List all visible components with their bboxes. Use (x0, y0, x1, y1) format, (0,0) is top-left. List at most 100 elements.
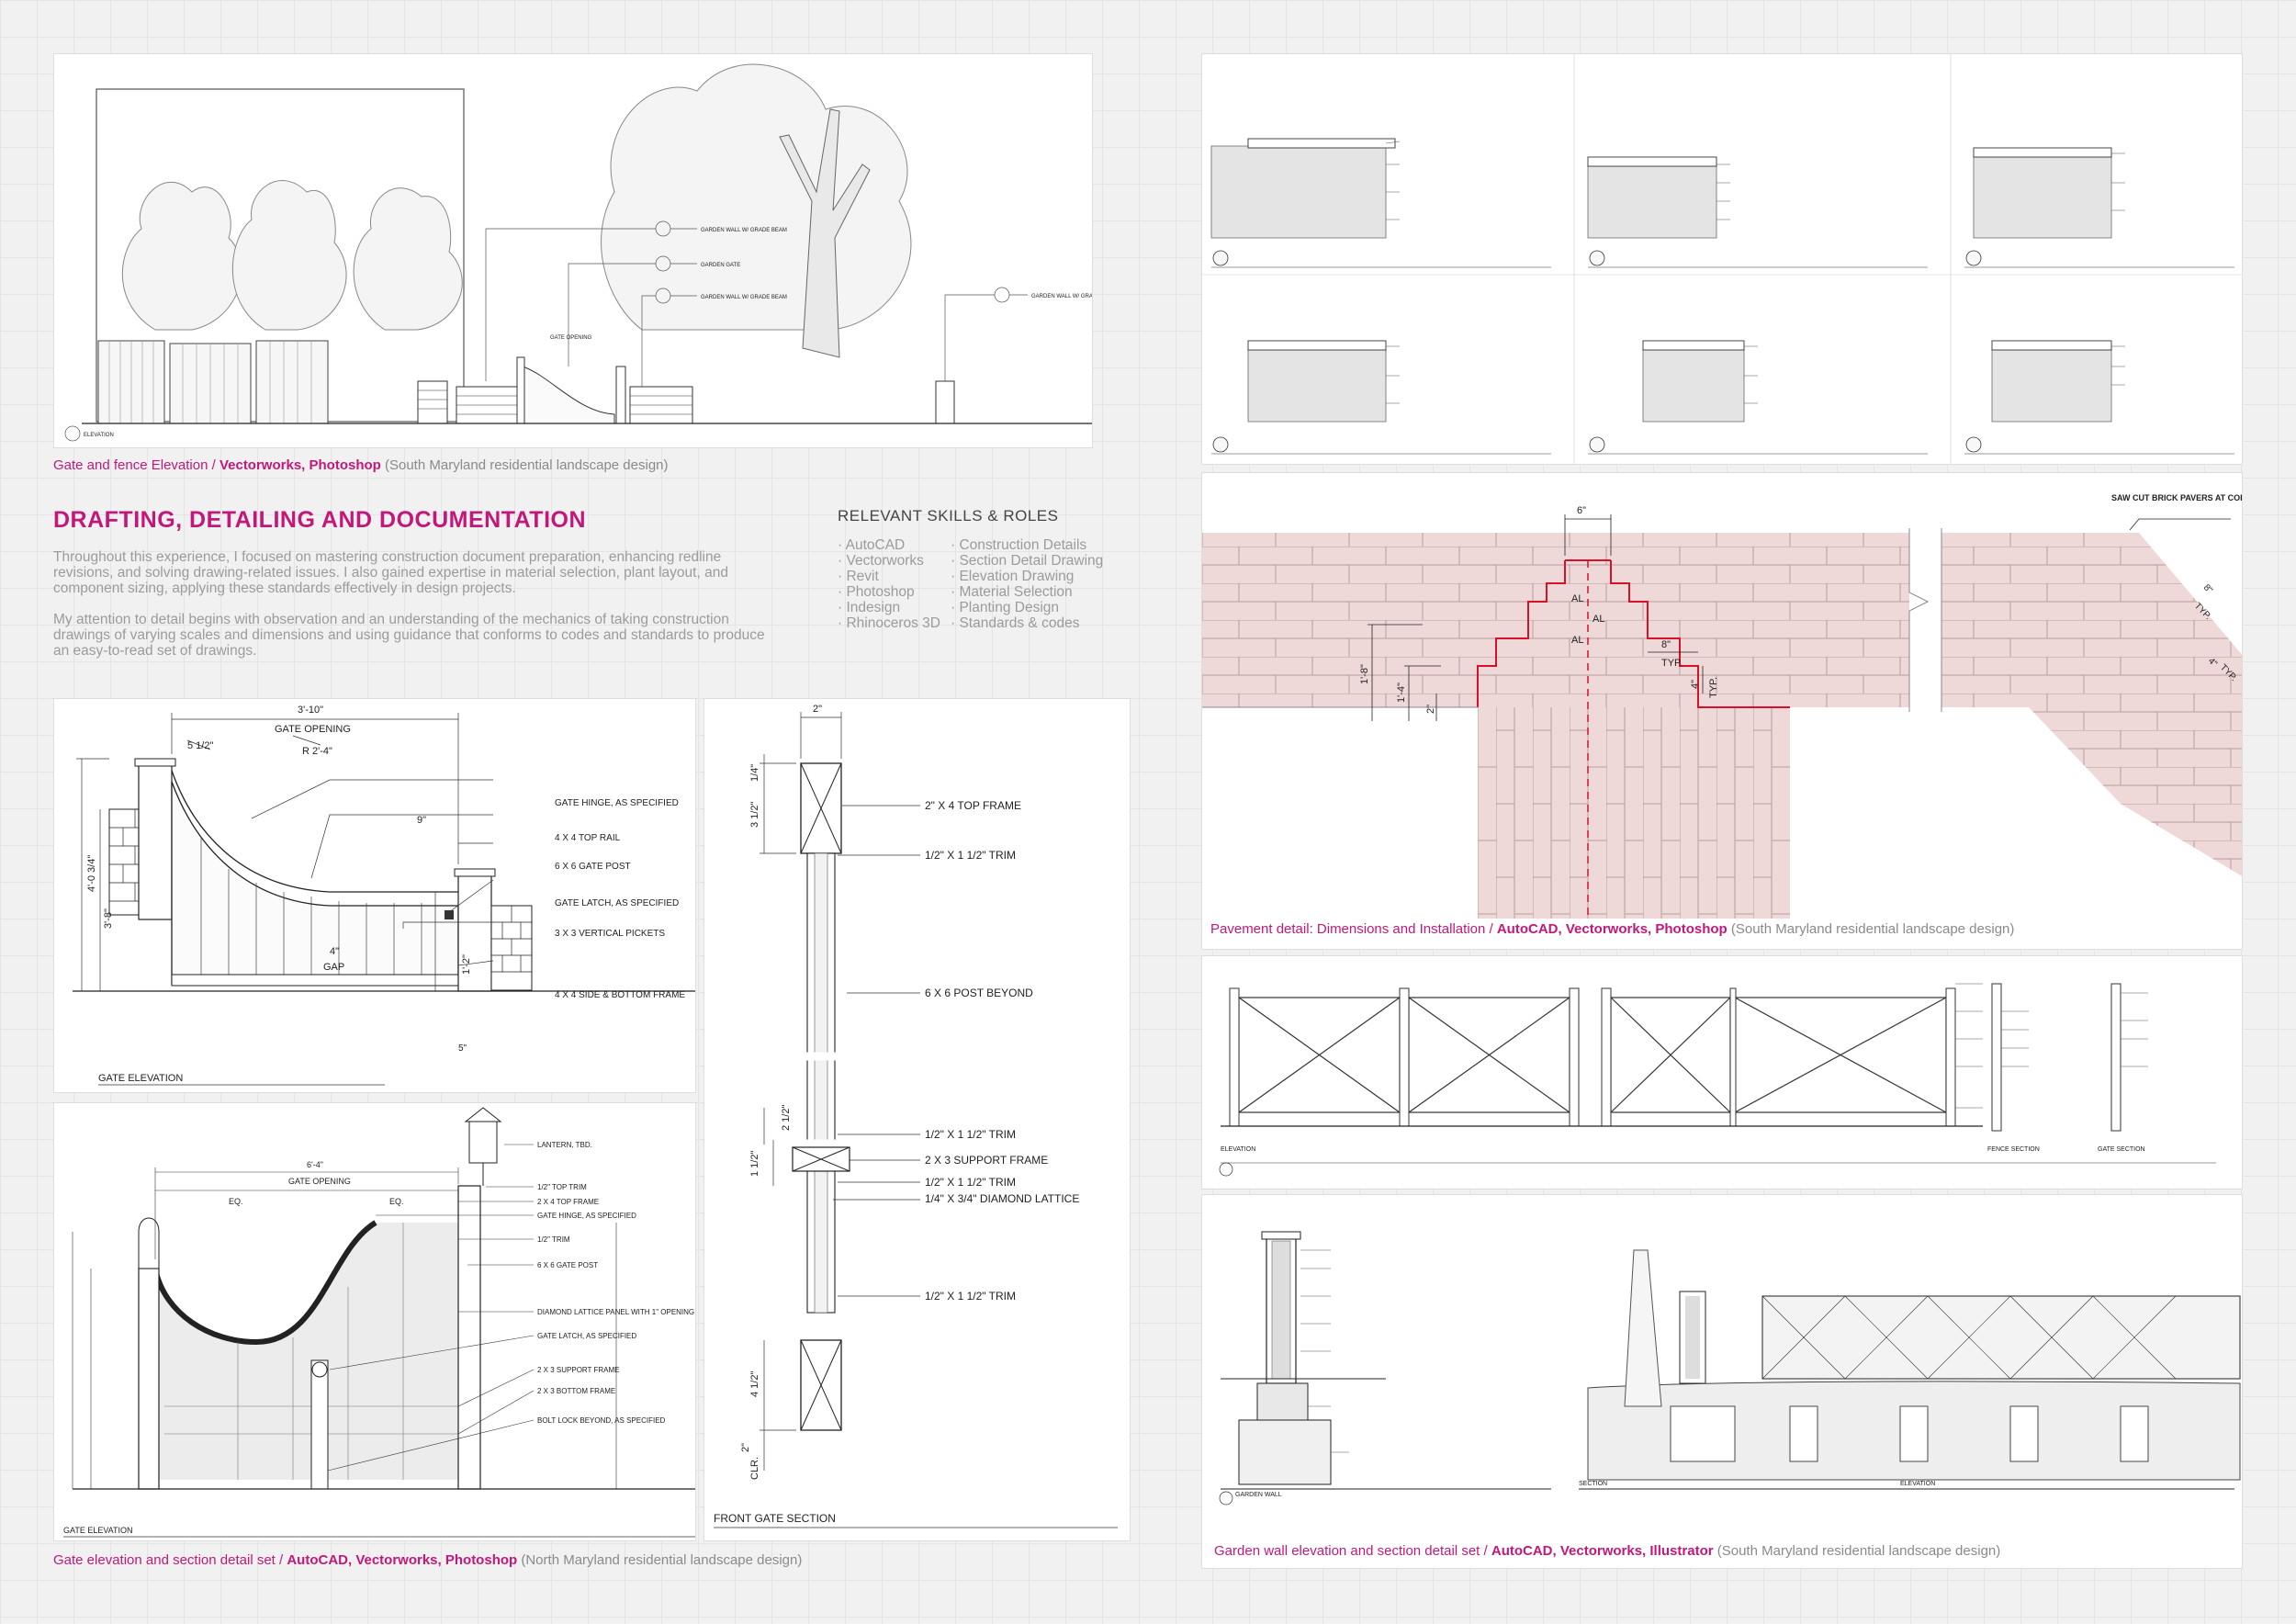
role-item: · Material Selection (951, 584, 1073, 600)
caption-gate-elevation-set: Gate elevation and section detail set / … (53, 1552, 803, 1568)
note-lantern: LANTERN, TBD. (537, 1141, 592, 1149)
role-item: · Planting Design (951, 600, 1060, 615)
front-gate-section-title: FRONT GATE SECTION (714, 1512, 836, 1525)
dim-label: 4" (330, 946, 339, 957)
saw-cut-note: SAW CUT BRICK PAVERS AT CORNER (2111, 493, 2243, 502)
skill-item: · Vectorworks (838, 553, 924, 569)
section-paragraph-1: Throughout this experience, I focused on… (53, 549, 728, 596)
front-gate-section-panel: 2" 1/4" 3 1/2" 2 1/2" 1 1/2" 4 1/2" 2" C… (703, 698, 1131, 1541)
caption-gate-fence: Gate and fence Elevation / Vectorworks, … (53, 457, 669, 473)
pave-dim-6: 6" (1577, 505, 1586, 516)
note-diamond-lattice: 1/4" X 3/4" DIAMOND LATTICE (925, 1192, 1079, 1205)
dim-label: 5" (458, 1043, 467, 1054)
dim-label: 3 1/2" (749, 802, 760, 828)
section-heading: DRAFTING, DETAILING AND DOCUMENTATION (53, 507, 587, 533)
note-trim: 1/2" TRIM (537, 1235, 570, 1244)
dim-label: 9" (417, 815, 426, 826)
pavement-detail-drawing: 6" AL AL AL 8" TYP. TYP. 4" 1'-8" 1'-4" … (1202, 493, 2243, 919)
note-gate-latch: GATE LATCH, AS SPECIFIED (537, 1332, 636, 1340)
gap-label: GAP (323, 962, 344, 973)
skill-item: · Photoshop (838, 584, 915, 600)
gate-opening-label: GATE OPENING (550, 335, 592, 341)
dim-label: 5 1/2" (187, 740, 213, 751)
note-gate-latch: GATE LATCH, AS SPECIFIED (555, 898, 679, 908)
gate2-opening: GATE OPENING (288, 1177, 351, 1186)
gate-width-dim: 3'-10" (298, 705, 323, 716)
note-top-frame: 2 X 4 TOP FRAME (537, 1198, 599, 1206)
note-top-frame: 2" X 4 TOP FRAME (925, 799, 1021, 812)
note-support-frame: 2 X 3 SUPPORT FRAME (537, 1366, 620, 1374)
note-trim: 1/2" X 1 1/2" TRIM (925, 849, 1016, 862)
fence-elevation-drawing: ELEVATION FENCE SECTION GATE SECTION (1219, 983, 2216, 1177)
section-label: SECTION (1579, 1481, 1607, 1487)
dim-label: 2 1/2" (781, 1105, 792, 1131)
height-dim: 4'-0 3/4" (86, 855, 97, 892)
dim-label: 2" (740, 1443, 751, 1452)
pave-dim-1-8: 1'-8" (1359, 664, 1370, 684)
gate-fence-elevation-panel: GARDEN WALL W/ GRADE BEAM GARDEN GATE GA… (53, 53, 1093, 448)
dim-label: 1'-2" (461, 954, 472, 975)
elevation-label: ELEVATION (1900, 1481, 1935, 1487)
eq-label: EQ. (229, 1197, 243, 1206)
dim-label: 4 1/2" (749, 1371, 760, 1397)
paving-details-panel (1201, 53, 2243, 465)
caption-pavement: Pavement detail: Dimensions and Installa… (1210, 921, 2015, 937)
al-label: AL (1593, 614, 1604, 625)
role-item: · Standards & codes (951, 615, 1080, 631)
note-trim: 1/2" X 1 1/2" TRIM (925, 1176, 1016, 1189)
gate2-width-dim: 6'-4" (307, 1160, 323, 1169)
note-bottom-frame: 2 X 3 BOTTOM FRAME (537, 1387, 615, 1395)
skills-title: RELEVANT SKILLS & ROLES (838, 507, 1059, 524)
garden-wall-label: GARDEN WALL W/ GRADE BEAM (701, 295, 787, 300)
skill-item: · AutoCAD (838, 537, 906, 553)
gate-elevation-2-drawing: 6'-4" GATE OPENING EQ. EQ. LANTERN, TBD.… (63, 1107, 695, 1538)
role-item: · Section Detail Drawing (951, 553, 1104, 569)
note-bolt-lock: BOLT LOCK BEYOND, AS SPECIFIED (537, 1416, 666, 1425)
section-paragraph-2: My attention to detail begins with obser… (53, 612, 765, 659)
al-label: AL (1571, 593, 1583, 604)
note-gate-hinge: GATE HINGE, AS SPECIFIED (537, 1212, 636, 1220)
note-gate-post: 6 X 6 GATE POST (555, 862, 631, 872)
roles-list: · Construction Details · Section Detail … (951, 537, 1103, 631)
typ-label: TYP. (1661, 658, 1683, 669)
pave-dim-8: 8" (2201, 582, 2215, 596)
note-pickets: 3 X 3 VERTICAL PICKETS (555, 929, 665, 939)
fence-section-label: FENCE SECTION (1987, 1146, 2040, 1153)
gate-elevation-panel: 3'-10" GATE OPENING 5 1/2" R 2'-4" 9" 4"… (53, 698, 696, 1093)
note-lattice-panel: DIAMOND LATTICE PANEL WITH 1" OPENING (537, 1308, 694, 1316)
role-item: · Construction Details (951, 537, 1087, 553)
garden-wall-drawing: GARDEN WALL SECTION ELEVATION (1219, 1231, 2241, 1506)
svg-text:GARDEN WALL W/ GRADE BEAM: GARDEN WALL W/ GRADE BEAM (701, 228, 787, 233)
garden-gate-label: GARDEN GATE (701, 263, 740, 268)
gate-elevation-drawing: 3'-10" GATE OPENING 5 1/2" R 2'-4" 9" 4"… (73, 705, 695, 1086)
dim-label: 3'-8" (103, 908, 114, 929)
elevation-label: ELEVATION (84, 433, 114, 438)
software-list: · AutoCAD · Vectorworks · Revit · Photos… (838, 537, 940, 631)
gate-elevation-title: GATE ELEVATION (98, 1073, 183, 1084)
dim-label: 1/4" (749, 764, 760, 782)
caption-garden-wall: Garden wall elevation and section detail… (1214, 1543, 2001, 1559)
svg-text:GARDEN WALL W/ GRADE BEAM: GARDEN WALL W/ GRADE BEAM (1031, 294, 1093, 299)
note-frame: 4 X 4 SIDE & BOTTOM FRAME (555, 990, 685, 1000)
radius-label: R 2'-4" (302, 746, 332, 757)
note-trim: 1/2" X 1 1/2" TRIM (925, 1128, 1016, 1141)
dim-label: CLR. (749, 1457, 760, 1480)
note-top-rail: 4 X 4 TOP RAIL (555, 833, 621, 843)
typ-label: TYP. (1708, 677, 1719, 698)
garden-wall-section-label: GARDEN WALL (1235, 1492, 1282, 1498)
note-gate-hinge: GATE HINGE, AS SPECIFIED (555, 798, 679, 808)
fence-elevation-panel: ELEVATION FENCE SECTION GATE SECTION (1201, 955, 2243, 1190)
garden-wall-panel: GARDEN WALL SECTION ELEVATION (1201, 1194, 2243, 1569)
note-post-beyond: 6 X 6 POST BEYOND (925, 987, 1033, 999)
role-item: · Elevation Drawing (951, 569, 1075, 584)
al-label: AL (1571, 635, 1583, 646)
dim-label: 1 1/2" (749, 1151, 760, 1177)
paving-details-drawing (1202, 54, 2242, 464)
note-trim: 1/2" X 1 1/2" TRIM (925, 1290, 1016, 1303)
skill-item: · Indesign (838, 600, 901, 615)
pavement-detail-panel: 6" AL AL AL 8" TYP. TYP. 4" 1'-8" 1'-4" … (1201, 472, 2243, 950)
gate-section-label: GATE SECTION (2098, 1146, 2145, 1153)
front-gate-section-drawing: 2" 1/4" 3 1/2" 2 1/2" 1 1/2" 4 1/2" 2" C… (714, 704, 1118, 1528)
skill-item: · Rhinoceros 3D (838, 615, 940, 631)
note-gate-post: 6 X 6 GATE POST (537, 1261, 598, 1269)
